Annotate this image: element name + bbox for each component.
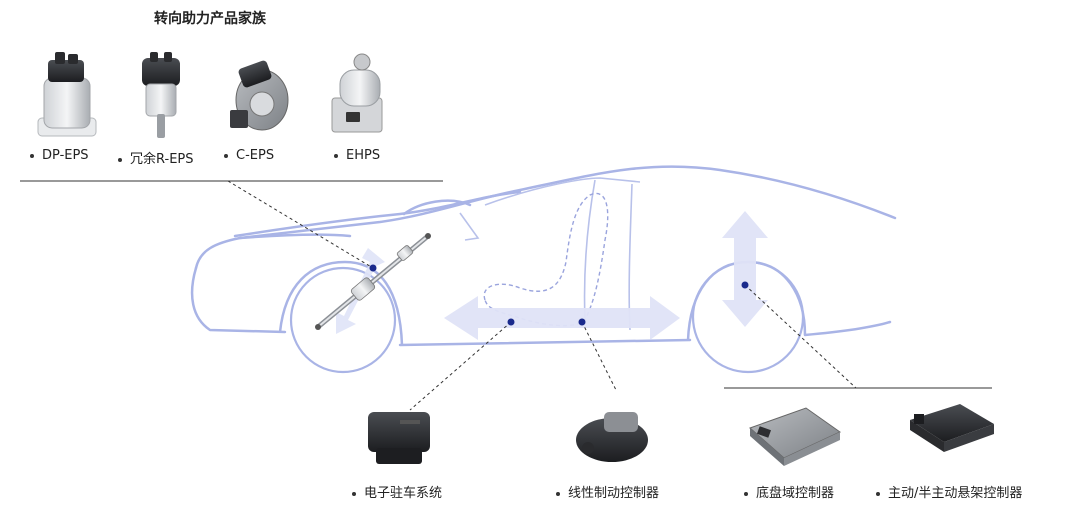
longitudinal-arrow: [444, 296, 680, 340]
bullet-dot: [352, 491, 356, 496]
front-wheel-arch: [278, 260, 404, 346]
c-eps-image: [230, 60, 289, 131]
marker-suspension: [741, 281, 749, 289]
suspension-controller-image: [910, 404, 994, 452]
car-glass-lines: [459, 177, 641, 331]
car-outline: [190, 165, 897, 347]
epb-image: [368, 412, 430, 464]
seat-outline: [483, 192, 609, 327]
product-label-r-eps: 冗余R-EPS: [118, 148, 194, 167]
product-label-brake-controller: 线性制动控制器: [556, 482, 659, 501]
position-markers: [369, 264, 749, 326]
bullet-dot: [334, 153, 338, 158]
front-wheel: [289, 266, 397, 374]
diagram-title: 转向助力产品家族: [154, 11, 266, 27]
r-eps-image: [142, 52, 180, 138]
product-label-ehps: EHPS: [334, 148, 380, 163]
product-label-suspension-controller: 主动/半主动悬架控制器: [876, 482, 1022, 501]
bullet-dot: [224, 153, 228, 158]
bullet-dot: [876, 491, 880, 496]
product-label-dp-eps: DP-EPS: [30, 148, 89, 163]
bullet-dot: [30, 153, 34, 158]
bullet-dot: [744, 491, 748, 496]
product-label-c-eps: C-EPS: [224, 148, 274, 163]
marker-parking: [507, 318, 515, 326]
vertical-arrow: [722, 211, 768, 327]
leader-lines: [227, 180, 857, 411]
product-label-epb: 电子驻车系统: [352, 482, 442, 501]
steering-rack-image: [315, 233, 431, 330]
bullet-dot: [556, 491, 560, 496]
bullet-dot: [118, 157, 122, 162]
domain-controller-image: [749, 407, 841, 466]
marker-steering: [369, 264, 377, 272]
ehps-image: [331, 53, 383, 133]
brake-controller-image: [576, 412, 648, 462]
product-label-domain-controller: 底盘域控制器: [744, 482, 834, 501]
marker-brake: [578, 318, 586, 326]
dp-eps-image: [37, 52, 97, 137]
